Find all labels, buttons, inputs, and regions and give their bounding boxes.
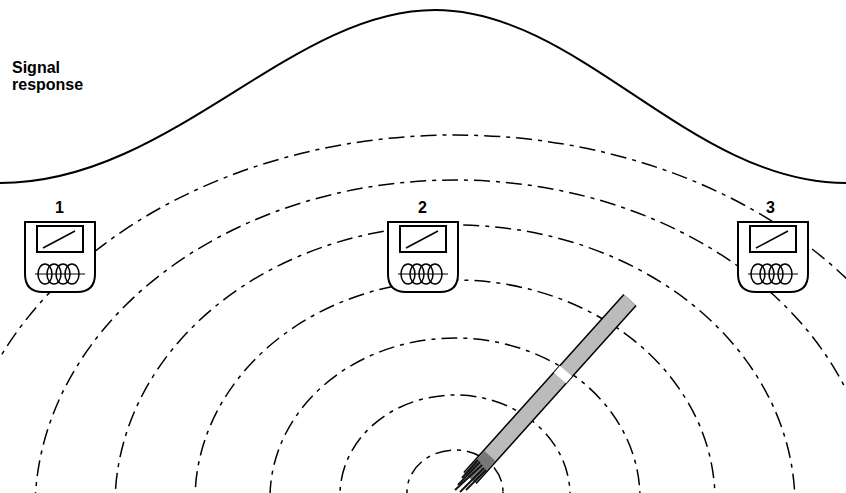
detector-2 bbox=[388, 222, 458, 292]
curve-label: Signal response bbox=[12, 60, 122, 94]
field-lines bbox=[0, 135, 846, 493]
callout-number: 1 bbox=[55, 200, 75, 217]
callout-number: 3 bbox=[766, 200, 786, 217]
cable bbox=[455, 300, 630, 492]
signal-curve bbox=[0, 10, 846, 183]
detector-1 bbox=[25, 222, 95, 292]
callout-number: 2 bbox=[418, 200, 438, 217]
detector-3 bbox=[738, 222, 808, 292]
